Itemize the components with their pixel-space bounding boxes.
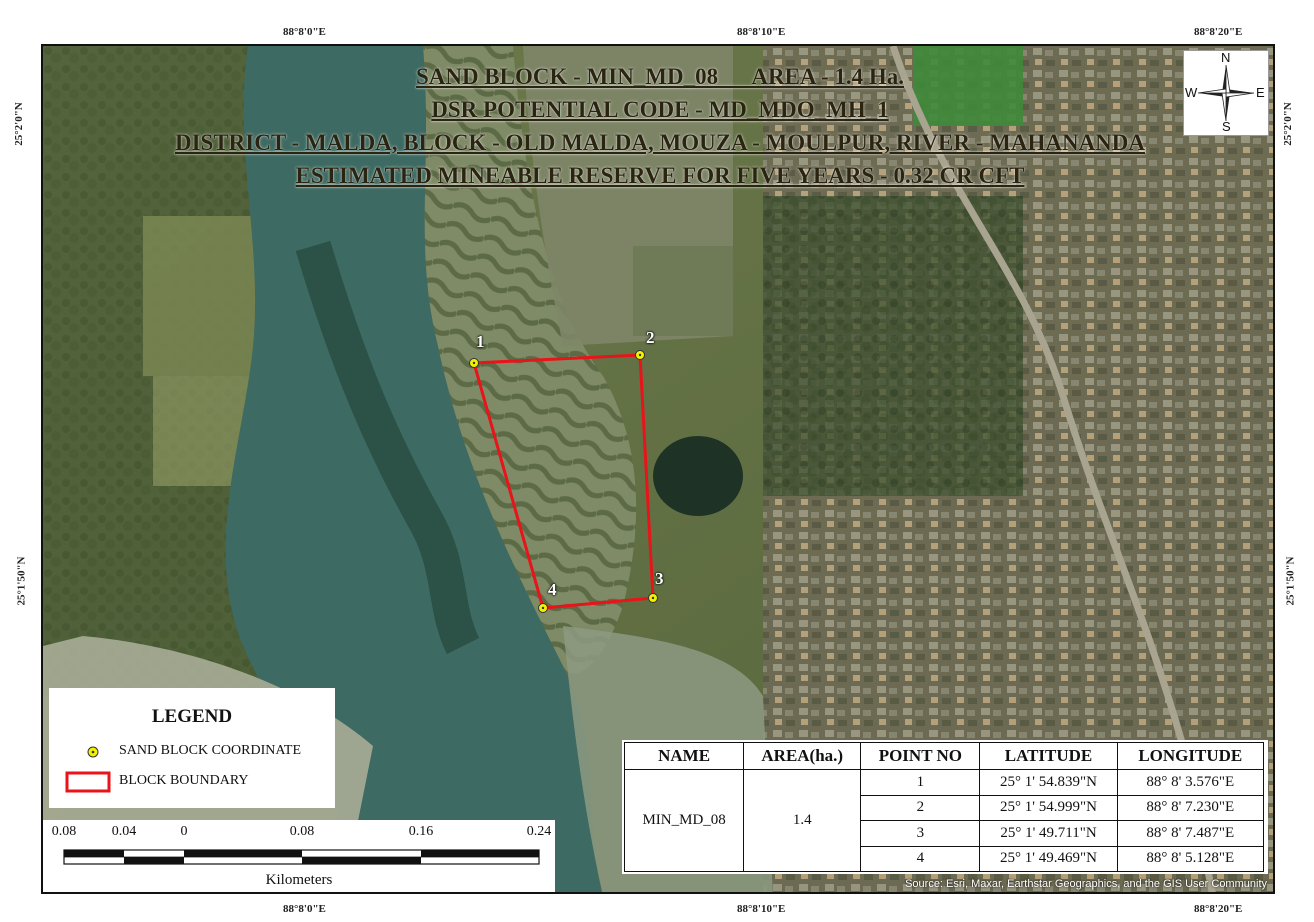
cell-longitude: 88° 8' 7.230"E <box>1116 794 1265 821</box>
scale-bar-graphic <box>63 849 540 865</box>
north-arrow: N S E W <box>1183 50 1269 136</box>
scale-tick-6: 0.24 <box>526 824 552 839</box>
top-lon-label-2: 88°8'10"E <box>737 26 786 38</box>
point-label-4: 4 <box>548 580 557 599</box>
cell-block-name: MIN_MD_08 <box>623 769 745 872</box>
cell-longitude: 88° 8' 7.487"E <box>1116 820 1265 847</box>
compass-rose-icon <box>1197 64 1255 122</box>
table-row: 3 25° 1' 49.711"N 88° 8' 7.487"E <box>625 820 1265 847</box>
cell-point-no: 2 <box>860 794 981 821</box>
boundary-rect-icon <box>65 771 111 793</box>
scale-tick-3: 0 <box>180 824 188 839</box>
cell-longitude: 88° 8' 3.576"E <box>1116 769 1265 796</box>
col-header-latitude: LATITUDE <box>979 742 1118 770</box>
legend-panel: LEGEND SAND BLOCK COORDINATE BLOCK BOUND… <box>49 688 335 808</box>
top-lon-label-1: 88°8'0"E <box>283 26 326 38</box>
cell-point-no: 3 <box>860 820 981 847</box>
cell-point-no: 1 <box>860 769 981 796</box>
imagery-credit: Source: Esri, Maxar, Earthstar Geographi… <box>905 878 1267 890</box>
cell-point-no: 4 <box>860 845 981 872</box>
scale-tick-5: 0.16 <box>408 824 434 839</box>
legend-item-coordinate: SAND BLOCK COORDINATE <box>119 743 302 758</box>
coordinate-table: NAME AREA(ha.) POINT NO LATITUDE LONGITU… <box>623 742 1265 872</box>
south-label: S <box>1222 119 1231 134</box>
left-lat-label-1: 25°2'0"N <box>12 102 25 146</box>
left-lat-label-2: 25°1'50"N <box>15 556 28 606</box>
bottom-lon-label-3: 88°8'20"E <box>1194 903 1243 915</box>
east-label: E <box>1256 85 1265 100</box>
cell-latitude: 25° 1' 49.711"N <box>979 820 1118 847</box>
legend-item-boundary: BLOCK BOUNDARY <box>119 773 249 788</box>
table-row: MIN_MD_08 1.4 1 25° 1' 54.839"N 88° 8' 3… <box>623 769 1265 872</box>
cell-block-area: 1.4 <box>743 769 862 872</box>
north-label: N <box>1221 50 1231 65</box>
title-line-1: SAND BLOCK - MIN_MD_08 AREA - 1.4 Ha. <box>415 64 905 89</box>
right-lat-label-2: 25°1'50"N <box>1284 556 1297 606</box>
coordinate-point-4[interactable] <box>538 603 548 613</box>
top-lon-label-3: 88°8'20"E <box>1194 26 1243 38</box>
scale-tick-1: 0.08 <box>51 824 77 839</box>
coordinate-point-2[interactable] <box>635 350 645 360</box>
title-line-4: ESTIMATED MINEABLE RESERVE FOR FIVE YEAR… <box>295 163 1025 188</box>
col-header-point: POINT NO <box>860 742 981 770</box>
coordinate-table-panel: NAME AREA(ha.) POINT NO LATITUDE LONGITU… <box>622 740 1268 874</box>
col-header-name: NAME <box>623 742 745 770</box>
legend-title: LEGEND <box>151 706 233 727</box>
scale-unit-label: Kilometers <box>265 872 333 888</box>
right-lat-label-1: 25°2'0"N <box>1281 102 1294 146</box>
scale-tick-2: 0.04 <box>111 824 137 839</box>
cell-longitude: 88° 8' 5.128"E <box>1116 845 1265 872</box>
sand-block-overlay <box>469 350 658 613</box>
coordinate-point-icon <box>87 746 99 758</box>
coordinate-point-1[interactable] <box>469 358 479 368</box>
cell-latitude: 25° 1' 49.469"N <box>979 845 1118 872</box>
cell-latitude: 25° 1' 54.999"N <box>979 794 1118 821</box>
col-header-longitude: LONGITUDE <box>1116 742 1265 770</box>
table-row: 4 25° 1' 49.469"N 88° 8' 5.128"E <box>625 845 1265 872</box>
point-label-3: 3 <box>655 569 664 588</box>
block-boundary <box>472 353 655 610</box>
cell-latitude: 25° 1' 54.839"N <box>979 769 1118 796</box>
col-header-area: AREA(ha.) <box>743 742 862 770</box>
point-label-2: 2 <box>646 328 655 347</box>
bottom-lon-label-2: 88°8'10"E <box>737 903 786 915</box>
map-view[interactable]: 1 2 3 4 SAND BLOCK - MIN_MD_08 AREA - 1.… <box>41 44 1275 894</box>
title-line-3: DISTRICT - MALDA, BLOCK - OLD MALDA, MOU… <box>174 130 1146 155</box>
point-label-1: 1 <box>476 332 485 351</box>
bottom-lon-label-1: 88°8'0"E <box>283 903 326 915</box>
coordinate-point-3[interactable] <box>648 593 658 603</box>
map-title-block: SAND BLOCK - MIN_MD_08 AREA - 1.4 Ha. DS… <box>43 60 1273 192</box>
scale-bar: 0.08 0.04 0 0.08 0.16 0.24 Kilometers <box>43 820 555 892</box>
scale-tick-4: 0.08 <box>289 824 315 839</box>
title-line-2: DSR POTENTIAL CODE - MD_MDO_MH_1 <box>431 97 889 122</box>
west-label: W <box>1185 85 1198 100</box>
